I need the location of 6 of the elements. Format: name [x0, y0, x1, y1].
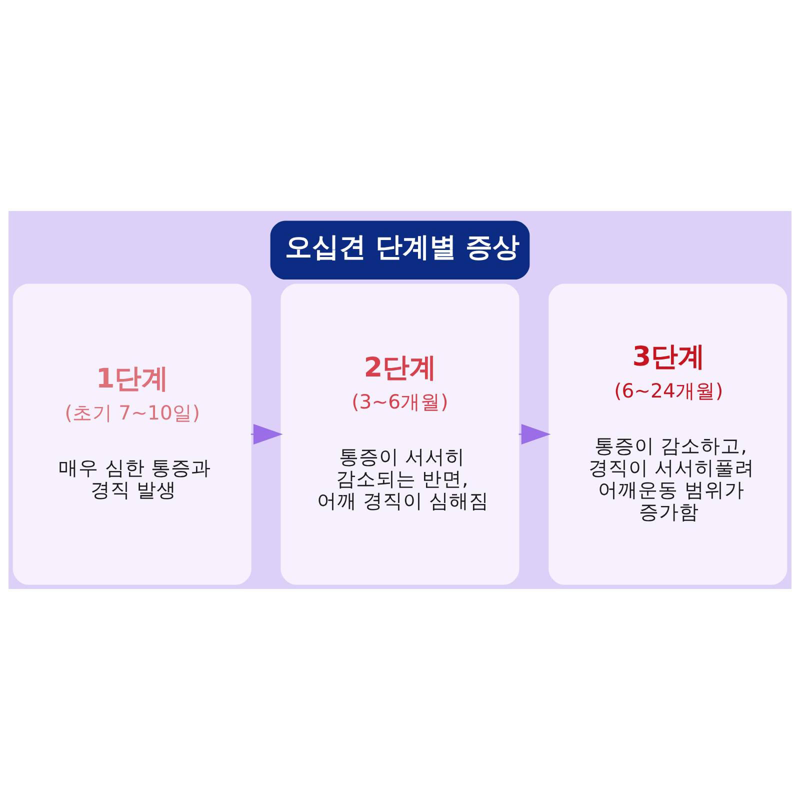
node-box: 1단계 (초기 7~10일) 매우 심한 통증과 경직 발생 [12, 284, 252, 585]
arrow [250, 424, 283, 445]
arrow [518, 424, 551, 445]
diagram-title: 오십견 단계별 증상 [285, 232, 520, 263]
node-box: 3단계 (6~24개월) 통증이 감소하고, 경직이 서서히풀려 어깨운동 범위가 증가함 [548, 284, 788, 585]
node-box: 2단계 (3~6개월) 통증이 서서히 감소되는 반면, 어깨 경직이 심해짐 [280, 284, 520, 585]
